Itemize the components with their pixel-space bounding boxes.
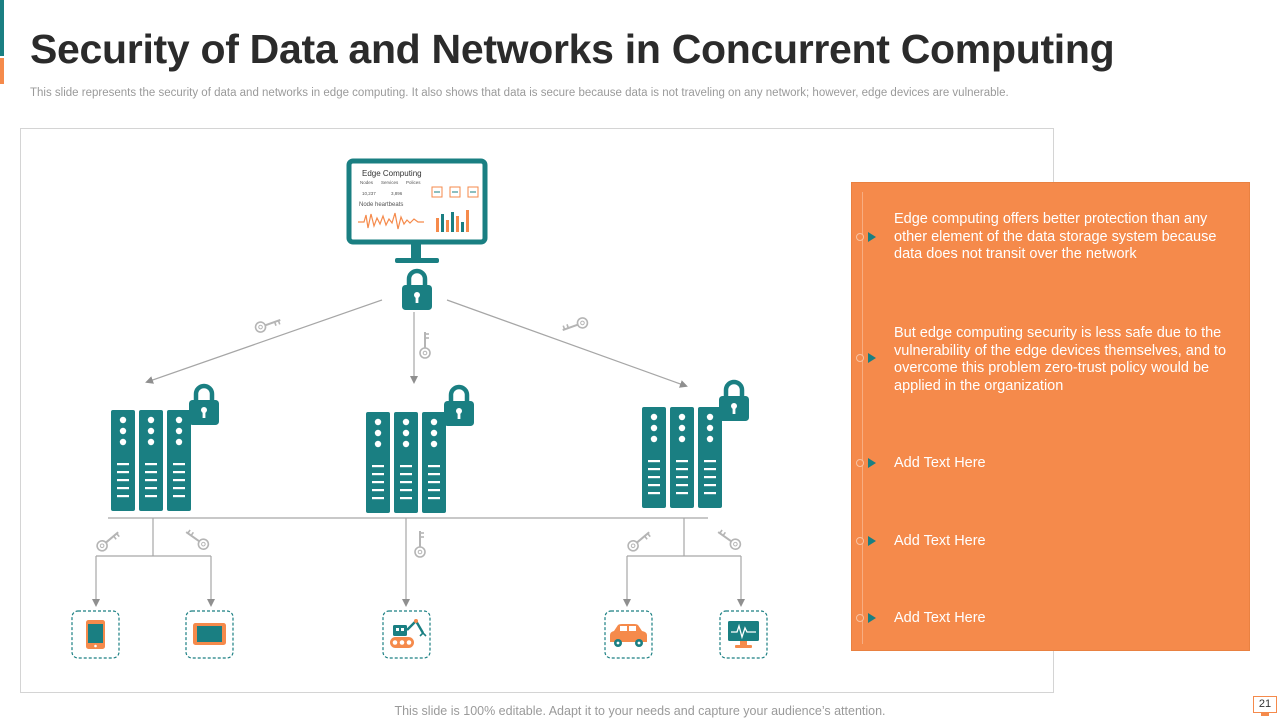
arrow-right-icon: [868, 232, 876, 242]
bullet-marker: [856, 231, 886, 243]
mobile-phone-icon: [86, 620, 105, 649]
key-icon: [414, 530, 426, 558]
tablet-icon: [193, 623, 226, 645]
arrow-right-icon: [868, 458, 876, 468]
monitor-title: Edge Computing: [362, 169, 422, 178]
monitor-stand-icon: [1261, 712, 1269, 716]
monitor-stat-value: 10,237: [362, 191, 376, 196]
point-text: Edge computing offers better protection …: [894, 211, 1217, 262]
key-icon: [560, 315, 590, 336]
info-panel: [851, 182, 1250, 651]
lock-icon: [719, 382, 749, 421]
key-icon: [253, 314, 283, 335]
page-number-badge: 21: [1253, 696, 1277, 716]
arrow-right-icon: [868, 536, 876, 546]
key-icon: [182, 527, 212, 553]
device-monitor: [719, 610, 768, 659]
arrow-right-icon: [868, 613, 876, 623]
point-text[interactable]: Add Text Here: [894, 455, 986, 471]
page-number: 21: [1253, 696, 1277, 713]
point-text[interactable]: Add Text Here: [894, 533, 986, 549]
monitor-stat-label: Nodes: [360, 180, 374, 185]
lock-icon: [444, 387, 474, 426]
bullet-marker: [856, 457, 886, 469]
key-icon: [94, 527, 123, 554]
bullet-marker: [856, 352, 886, 364]
monitor-heartbeat-label: Node heartbeats: [359, 202, 403, 208]
device-tablet: [185, 610, 234, 659]
lock-icon: [189, 386, 219, 425]
device-robot: [382, 610, 431, 659]
server-rack-icon: [642, 407, 722, 508]
server-rack-icon: [366, 412, 446, 513]
key-icon: [714, 527, 744, 553]
page-title: Security of Data and Networks in Concurr…: [30, 26, 1115, 72]
key-icon: [419, 331, 431, 359]
page-subtitle: This slide represents the security of da…: [30, 87, 1009, 99]
title-accent-teal: [0, 0, 4, 56]
key-icon: [625, 527, 654, 554]
car-icon: [610, 624, 647, 647]
device-mobile-phone: [71, 610, 120, 659]
panel-timeline-line: [862, 192, 863, 644]
point-text[interactable]: Add Text Here: [894, 610, 986, 626]
monitor-stat-label: Polices: [406, 180, 421, 185]
footer-note: This slide is 100% editable. Adapt it to…: [394, 704, 886, 718]
lock-icon: [402, 271, 432, 310]
point-text: But edge computing security is less safe…: [894, 325, 1227, 394]
bullet-marker: [856, 535, 886, 547]
arrow-right-icon: [868, 353, 876, 363]
title-accent-orange: [0, 58, 4, 84]
server-rack-icon: [111, 410, 191, 511]
monitor-stat-value: 3,896: [391, 191, 403, 196]
edge-computing-monitor: Edge Computing Nodes Services Polices 10…: [346, 158, 488, 263]
bullet-marker: [856, 612, 886, 624]
monitor-stat-label: Services: [381, 180, 399, 185]
robot-icon: [390, 619, 427, 648]
device-car: [604, 610, 653, 659]
monitor-heartbeat-icon: [728, 621, 759, 648]
